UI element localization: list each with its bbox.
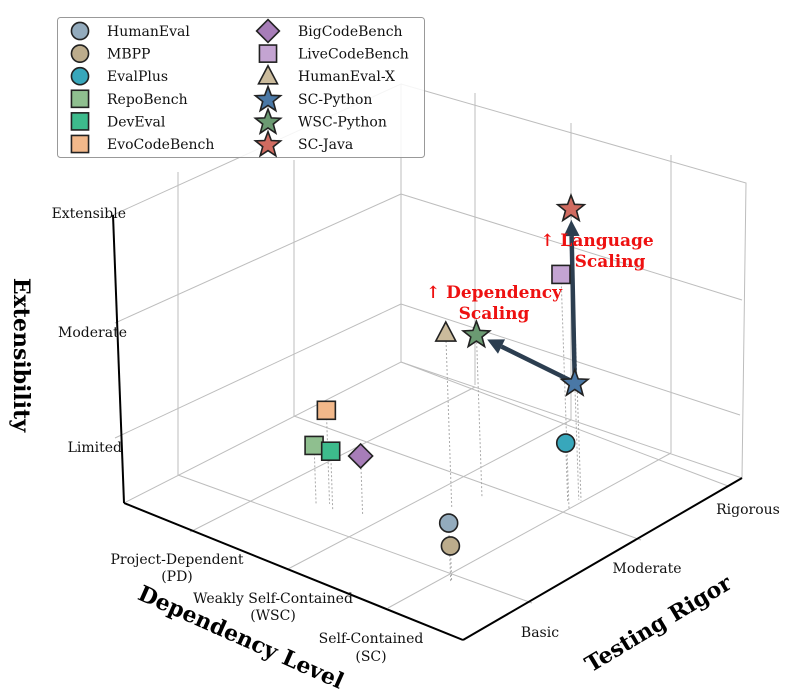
scaling-arrows xyxy=(487,220,580,385)
y-tick-label: Moderate xyxy=(613,561,682,577)
point-mbpp xyxy=(440,536,461,556)
x-axis-line xyxy=(123,502,464,641)
point-sc-python xyxy=(559,367,591,397)
legend-item: RepoBench xyxy=(70,89,188,109)
arrow-shaft xyxy=(500,344,576,385)
legend-item: DevEval xyxy=(70,112,166,131)
point-wsc-python xyxy=(460,318,492,349)
left-pane-grid-line xyxy=(114,193,402,324)
legend-item: EvalPlus xyxy=(70,66,168,86)
legend-label: MBPP xyxy=(107,47,150,63)
legend-label: WSC-Python xyxy=(298,114,387,130)
legend-box xyxy=(57,17,425,158)
legend-label: RepoBench xyxy=(107,92,188,108)
y-tick-label: Basic xyxy=(521,625,559,641)
legend-item: HumanEval-X xyxy=(257,64,395,85)
floor-edge xyxy=(123,361,743,504)
floor-grid-line xyxy=(293,415,642,541)
y-tick-label: Rigorous xyxy=(716,502,780,518)
legend-label: EvalPlus xyxy=(107,69,168,85)
z-tick-label: Extensible xyxy=(52,206,126,222)
legend-item: EvoCodeBench xyxy=(70,134,214,154)
square-legend-icon xyxy=(70,134,90,154)
legend-item: SC-Java xyxy=(253,129,353,158)
point-repobench xyxy=(304,435,324,456)
legend-label: HumanEval-X xyxy=(298,69,395,85)
tick-labels: Extensible Moderate Limited Project-Depe… xyxy=(52,206,780,665)
floor-grid-line xyxy=(387,452,672,609)
legend-label: SC-Python xyxy=(298,92,372,108)
legend-item: WSC-Python xyxy=(253,106,387,136)
legend-item: BigCodeBench xyxy=(255,18,403,44)
legend-item: LiveCodeBench xyxy=(258,44,409,63)
star-legend-icon xyxy=(253,129,283,158)
z-axis-line xyxy=(112,214,125,504)
arrow-head xyxy=(563,220,580,237)
y-axis-line xyxy=(462,477,743,641)
legend-item: HumanEval xyxy=(70,21,190,41)
floor-grid-line xyxy=(287,419,572,570)
x-tick-label: Project-Dependent(PD) xyxy=(110,552,243,585)
x-tick-label: Self-Contained(SC) xyxy=(319,631,424,665)
axes xyxy=(112,214,743,641)
point-deveval xyxy=(320,441,341,462)
y-axis-title: Testing Rigor xyxy=(581,570,737,678)
drop-line xyxy=(560,274,570,509)
point-humaneval-x xyxy=(434,320,458,342)
diamond-legend-icon xyxy=(255,18,281,44)
legend-item: SC-Python xyxy=(253,84,372,113)
circle-legend-icon xyxy=(70,66,90,86)
legend-label: HumanEval xyxy=(107,24,190,40)
point-evalplus xyxy=(555,433,576,453)
legend-label: BigCodeBench xyxy=(298,24,403,40)
square-legend-icon xyxy=(258,44,278,63)
z-tick-label: Moderate xyxy=(58,325,127,341)
point-humaneval xyxy=(438,513,459,533)
left-pane-grid-line xyxy=(114,303,402,439)
star-legend-icon xyxy=(253,84,283,113)
triangle-legend-icon xyxy=(257,64,279,85)
x-tick-label: Weakly Self-Contained(WSC) xyxy=(193,591,353,624)
floor-grid-line xyxy=(177,474,533,604)
grid-panes xyxy=(112,83,747,609)
star-legend-icon xyxy=(253,106,283,136)
z-axis-title: Extensibility xyxy=(8,278,34,433)
circle-legend-icon xyxy=(70,44,90,63)
legend-label: DevEval xyxy=(107,114,166,130)
drop-line xyxy=(574,382,580,500)
arrow-head xyxy=(487,339,506,354)
point-evocodebench xyxy=(316,400,337,421)
point-bigcodebench xyxy=(347,442,374,470)
legend-label: LiveCodeBench xyxy=(298,47,409,63)
z-tick-label: Limited xyxy=(68,440,122,456)
point-sc-java xyxy=(555,192,587,223)
arrow-shaft xyxy=(569,235,578,383)
drop-line xyxy=(475,334,483,498)
square-legend-icon xyxy=(70,112,90,131)
floor-grid-line xyxy=(400,361,729,487)
legend-label: SC-Java xyxy=(298,137,353,153)
right-pane-edge xyxy=(400,83,747,479)
legend-item: MBPP xyxy=(70,44,150,63)
data-points xyxy=(304,192,591,556)
circle-legend-icon xyxy=(70,21,90,41)
point-livecodebench xyxy=(551,264,571,285)
legend-label: EvoCodeBench xyxy=(107,137,214,153)
drop-line xyxy=(445,333,453,509)
square-legend-icon xyxy=(70,89,90,109)
